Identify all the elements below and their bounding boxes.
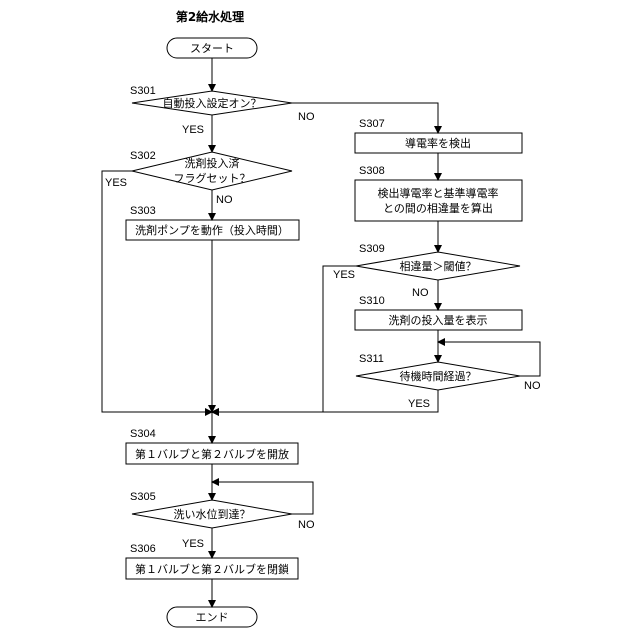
start-label: スタート xyxy=(190,42,234,55)
decision-s311-text: 待機時間経過？ xyxy=(400,369,477,383)
process-s308-line1: 検出導電率と基準導電率 xyxy=(378,186,499,200)
yes-label-s302: YES xyxy=(105,177,127,189)
arrow-s311-yes-to-merge xyxy=(212,390,438,412)
step-id-s310: S310 xyxy=(359,295,385,307)
decision-s309-text: 相違量＞閾値？ xyxy=(400,260,477,273)
yes-label-s301: YES xyxy=(182,124,204,136)
arrow-s302-yes-to-merge xyxy=(102,171,212,412)
decision-s305-text: 洗い水位到達？ xyxy=(174,507,251,521)
yes-label-s311: YES xyxy=(408,398,430,410)
no-label-s302: NO xyxy=(216,194,233,206)
step-id-s302: S302 xyxy=(130,150,156,162)
process-s310-text: 洗剤の投入量を表示 xyxy=(389,313,488,327)
step-id-s304: S304 xyxy=(130,428,156,440)
yes-label-s305: YES xyxy=(182,538,204,550)
process-s307-text: 導電率を検出 xyxy=(405,136,471,150)
no-label-s311: NO xyxy=(524,380,541,392)
decision-s302-line1: 洗剤投入済 xyxy=(185,156,240,170)
process-s308-line2: との間の相違量を算出 xyxy=(383,201,493,215)
no-label-s309: NO xyxy=(412,287,429,299)
yes-label-s309: YES xyxy=(333,269,355,281)
process-s304-text: 第１バルブと第２バルブを開放 xyxy=(135,447,289,461)
no-label-s301: NO xyxy=(298,111,315,123)
step-id-s307: S307 xyxy=(359,118,385,130)
flowchart-title: 第2給水処理 xyxy=(176,9,244,24)
decision-s301-text: 自動投入設定オン？ xyxy=(163,96,262,110)
no-label-s305: NO xyxy=(298,519,315,531)
process-s306-text: 第１バルブと第２バルブを閉鎖 xyxy=(135,562,289,576)
arrow-s309-yes-to-merge xyxy=(212,266,356,412)
step-id-s311: S311 xyxy=(359,353,384,365)
step-id-s309: S309 xyxy=(359,243,385,255)
step-id-s308: S308 xyxy=(359,165,385,177)
step-id-s301: S301 xyxy=(130,85,156,97)
process-s303-text: 洗剤ポンプを動作（投入時間） xyxy=(135,223,289,237)
end-label: エンド xyxy=(196,611,229,624)
step-id-s303: S303 xyxy=(130,205,156,217)
step-id-s305: S305 xyxy=(130,491,156,503)
decision-s302-line2: フラグセット？ xyxy=(174,171,251,185)
step-id-s306: S306 xyxy=(130,543,156,555)
